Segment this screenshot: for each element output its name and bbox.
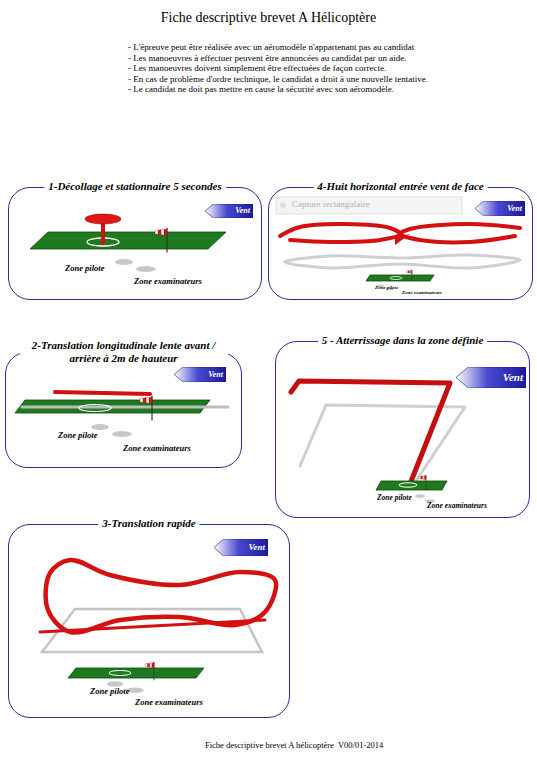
windsock (149, 397, 152, 404)
windsock (155, 230, 158, 235)
windsock (147, 663, 149, 667)
wind-label: Vent (174, 367, 226, 382)
rule-note: - En cas de problème d'ordre technique, … (128, 74, 428, 84)
rule-note: - Les manoeuvres doivent simplement être… (128, 63, 386, 73)
wind-label: Vent (456, 367, 526, 388)
landing-zone (390, 277, 402, 280)
maneuver-panel: 5 - Atterrissage dans la zone définieVen… (275, 341, 530, 518)
panel-heading: 3-Translation rapide (98, 517, 199, 530)
windsock (150, 663, 152, 667)
figure-eight-path (280, 224, 400, 242)
panel-heading: 5 - Atterrissage dans la zone définie (318, 334, 488, 347)
windsock (145, 663, 147, 667)
windsock (409, 271, 410, 274)
zone-label: Zone examinateurs (123, 443, 191, 453)
flying-field (376, 481, 447, 490)
flying-field (366, 275, 434, 281)
maneuver-panel: 3-Translation rapideVent (8, 524, 290, 718)
zone-label: Zone examinateurs (135, 697, 203, 707)
watermark-text: Capture rectangulaire (292, 199, 370, 209)
windsock (422, 476, 424, 480)
ground-shadow (285, 255, 520, 268)
translation-path (55, 392, 150, 394)
windsock-pole (412, 270, 413, 281)
wind-flag: Vent (205, 204, 253, 218)
wind-flag: Vent (475, 201, 525, 216)
rule-note: - Les manoeuvres à effectuer peuvent êtr… (128, 53, 406, 63)
watermark-icon (280, 203, 286, 209)
pilot-zone-mark (91, 424, 109, 430)
wind-flag-outline (456, 367, 526, 388)
wind-flag-outline (214, 539, 268, 556)
zone-label: Zone examinateurs (427, 501, 487, 510)
pilot-zone-mark (415, 494, 425, 498)
windsock (143, 398, 146, 403)
wind-label: Vent (475, 201, 525, 216)
windsock (161, 229, 164, 235)
zone-label: Zone pilote (58, 430, 97, 440)
pilot-zone-mark (115, 259, 133, 265)
examiner-zone-mark (112, 431, 132, 437)
wind-flag-outline (475, 201, 525, 216)
windsock (164, 229, 167, 236)
figure-eight-path (400, 224, 520, 242)
hover-zone (79, 405, 111, 412)
zone-label: Zone pilote (375, 285, 398, 290)
helicopter-path (101, 222, 105, 243)
approach-path (291, 381, 450, 484)
zone-label: Zone examinateurs (134, 276, 202, 286)
wind-label: Vent (205, 204, 253, 218)
panel-heading: 1-Décollage et stationnaire 5 secondes (44, 180, 226, 193)
windsock (421, 476, 423, 479)
panel-heading: 4-Huit horizontal entrée vent de face (313, 180, 488, 193)
wind-flag-outline (174, 367, 226, 382)
windsock (411, 270, 412, 273)
wind-flag: Vent (214, 539, 268, 556)
screenshot-watermark (276, 197, 462, 214)
wind-flag-outline (205, 204, 253, 218)
zone-label: Zone pilote (377, 493, 412, 502)
maneuver-panel: 2-Translation longitudinale lente avant … (5, 352, 242, 468)
windsock (140, 398, 143, 403)
wind-flag: Vent (456, 367, 526, 388)
rule-note: - Le candidat ne doit pas mettre en caus… (128, 84, 394, 94)
landing-zone (399, 483, 417, 487)
windsock (152, 663, 154, 668)
zone-label: Zone pilote (90, 686, 129, 696)
ground-shadow (300, 405, 465, 487)
windsock (408, 271, 409, 273)
panel-heading: 2-Translation longitudinale lente avant … (20, 339, 228, 365)
windsock (424, 476, 426, 480)
windsock (146, 397, 149, 403)
windsock (158, 230, 161, 235)
flying-field (30, 232, 226, 249)
windsock (419, 476, 421, 479)
helicopter-hover (85, 214, 121, 224)
hover-zone (109, 671, 131, 676)
examiner-zone-mark (136, 266, 156, 272)
zone-label: Zone examinateurs (402, 290, 442, 295)
wind-flag: Vent (174, 367, 226, 382)
flying-field (68, 668, 204, 678)
rule-note: - L'épreuve peut être réalisée avec un a… (128, 42, 414, 52)
ground-track (22, 406, 228, 409)
maneuver-panel: 4-Huit horizontal entrée vent de faceVen… (268, 187, 533, 300)
windsock (407, 271, 408, 273)
page-footer: Fiche descriptive brevet A hélicoptère V… (205, 740, 383, 750)
page-title: Fiche descriptive brevet A Hélicoptère (0, 10, 537, 26)
pilot-zone-mark (107, 681, 123, 686)
wind-label: Vent (214, 539, 268, 556)
arrow-head (395, 234, 410, 245)
zone-label: Zone pilote (65, 263, 104, 273)
fast-translation-path (40, 620, 265, 632)
maneuver-panel: 1-Décollage et stationnaire 5 secondesVe… (8, 187, 262, 300)
